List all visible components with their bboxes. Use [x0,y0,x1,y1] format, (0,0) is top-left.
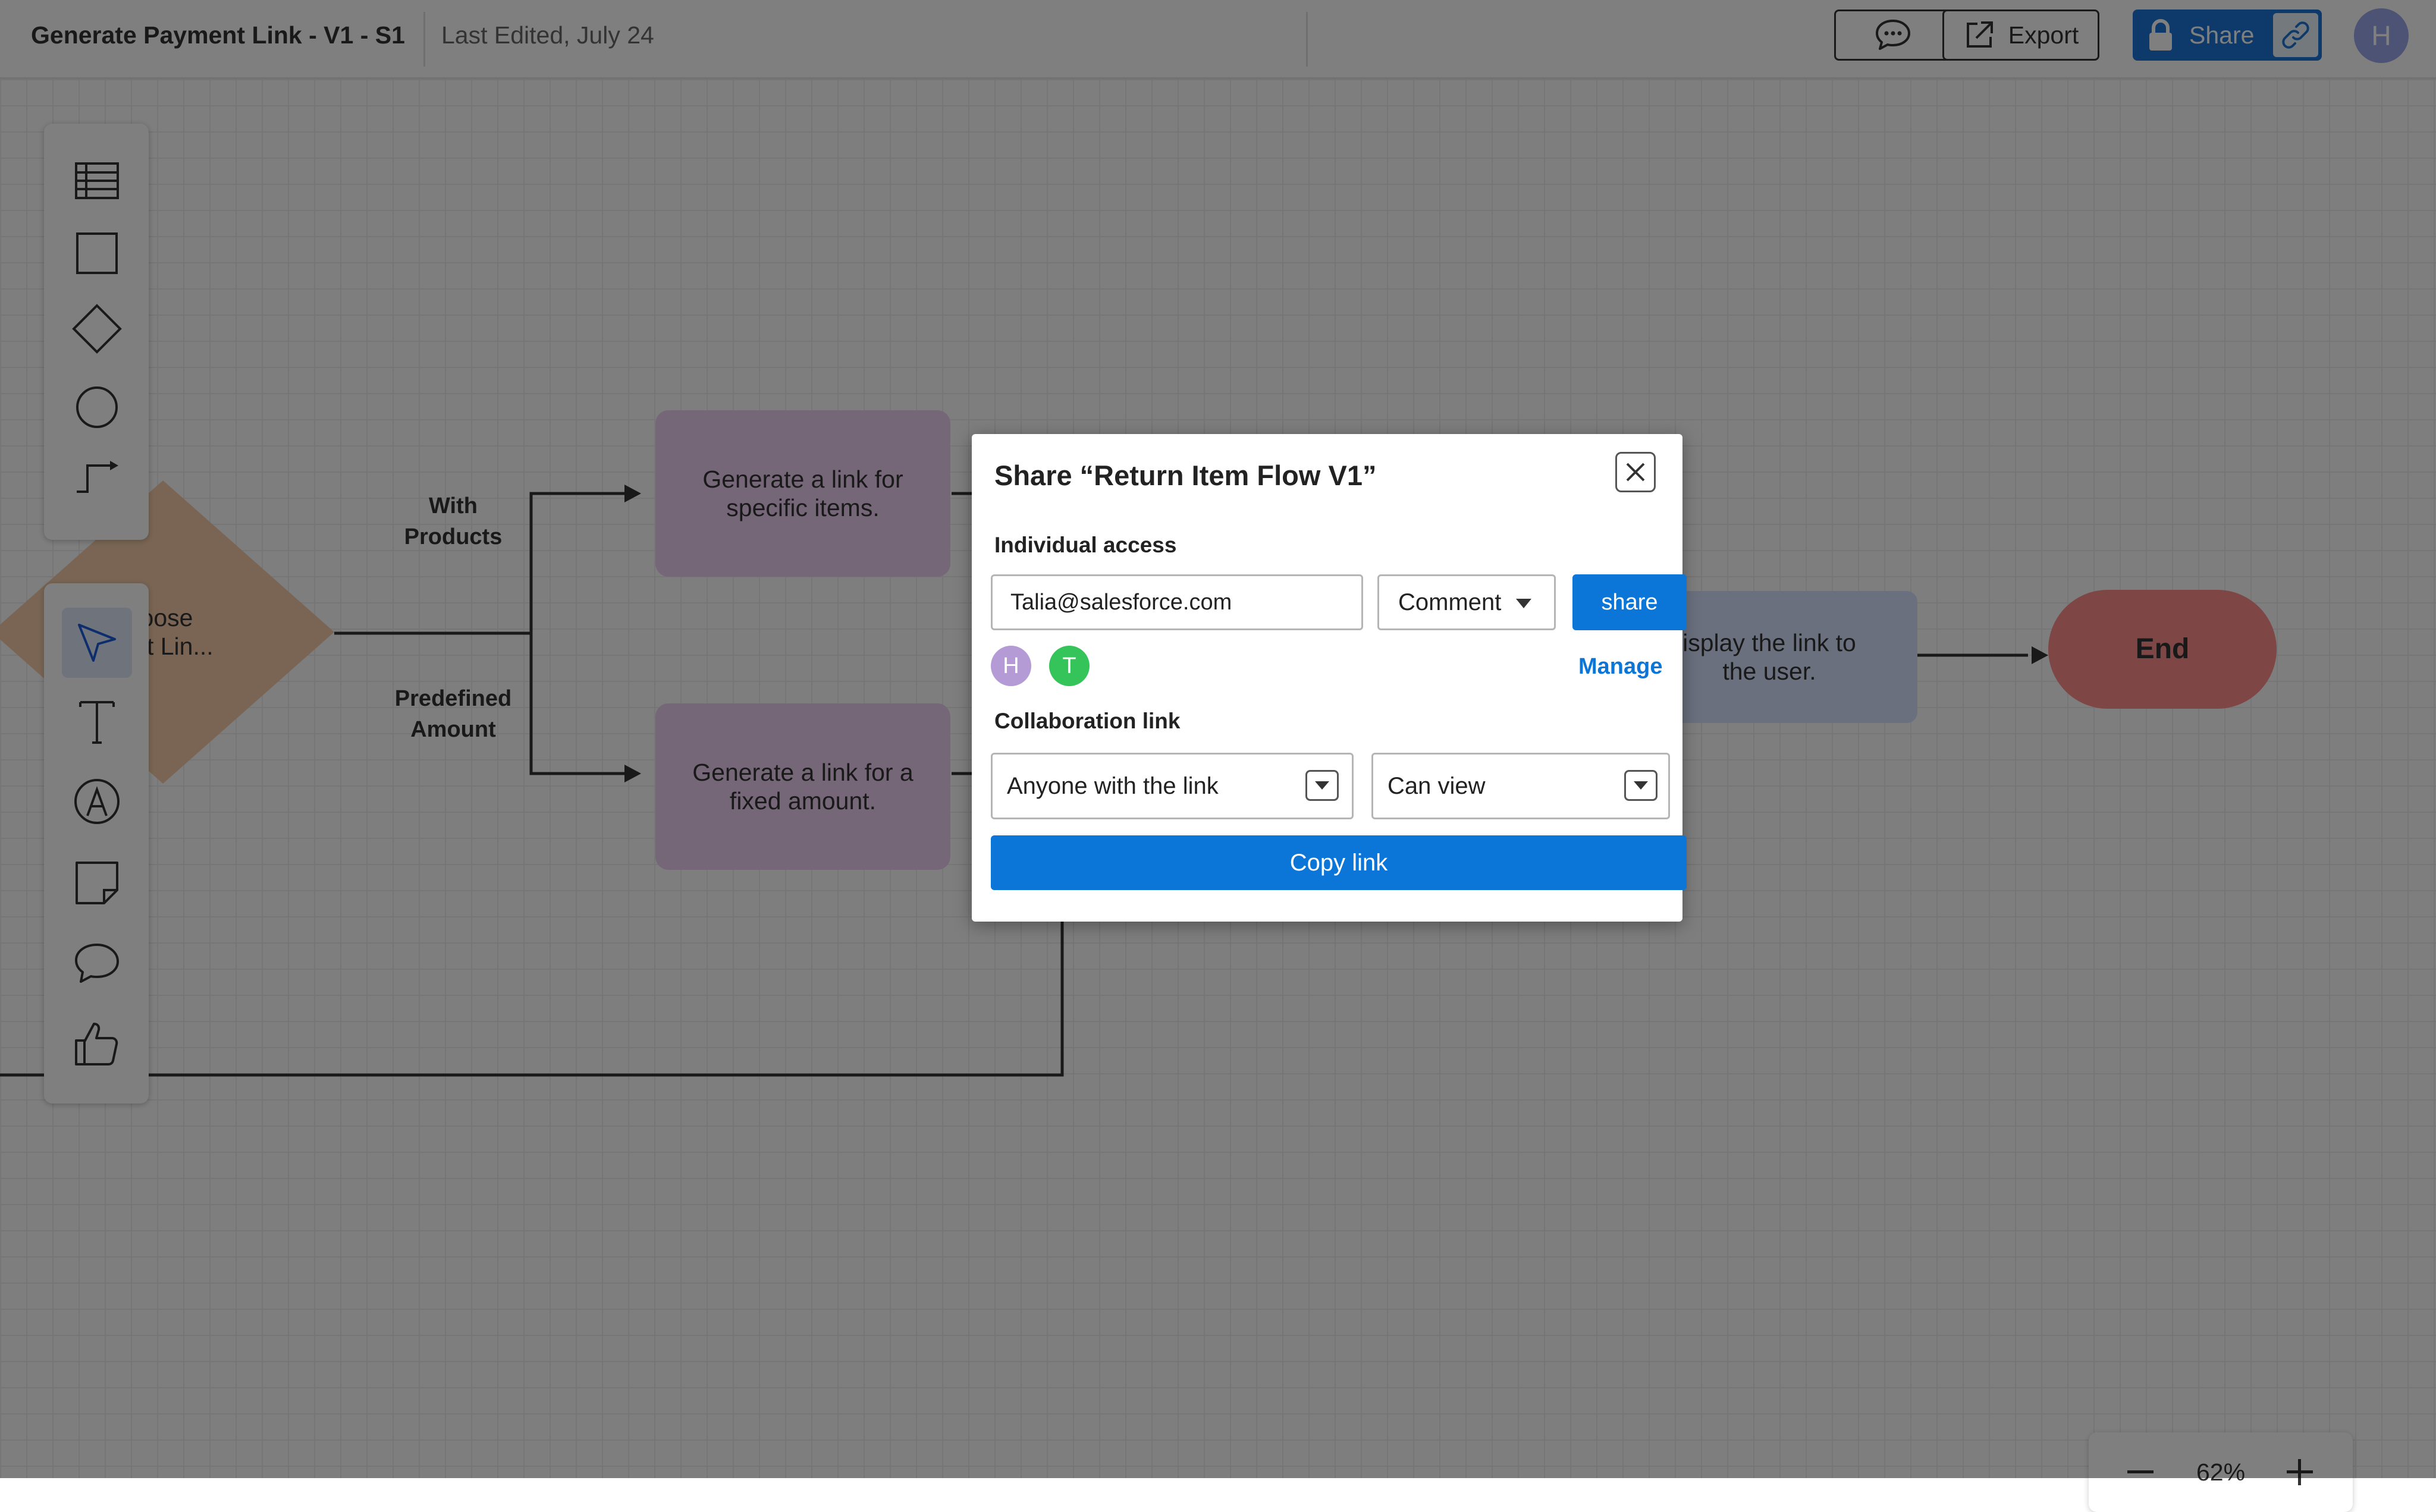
link-permission-dropdown-button[interactable] [1624,770,1658,801]
chevron-down-icon [1315,781,1329,790]
share-dialog: Share “Return Item Flow V1” Individual a… [972,434,1687,922]
link-scope-dropdown-button[interactable] [1305,770,1339,801]
collaboration-link-heading: Collaboration link [994,709,1181,733]
link-permission-value: Can view [1387,772,1486,799]
permission-select[interactable]: Comment [1377,574,1556,630]
email-field[interactable] [991,574,1363,630]
individual-access-heading: Individual access [994,533,1177,557]
share-invite-button[interactable]: share [1572,574,1687,630]
share-dialog-title: Share “Return Item Flow V1” [994,460,1377,491]
close-icon [1626,463,1645,482]
link-scope-select[interactable]: Anyone with the link [991,753,1354,819]
manage-access-link[interactable]: Manage [1578,654,1663,679]
chevron-down-icon [1634,781,1648,790]
link-scope-value: Anyone with the link [1007,772,1219,799]
avatar[interactable]: T [1049,646,1090,686]
link-permission-select[interactable]: Can view [1371,753,1670,819]
permission-select-value: Comment [1398,589,1502,615]
avatar[interactable]: H [991,646,1031,686]
close-dialog-button[interactable] [1615,452,1656,492]
copy-link-button[interactable]: Copy link [991,835,1687,890]
chevron-down-icon [1516,599,1531,608]
